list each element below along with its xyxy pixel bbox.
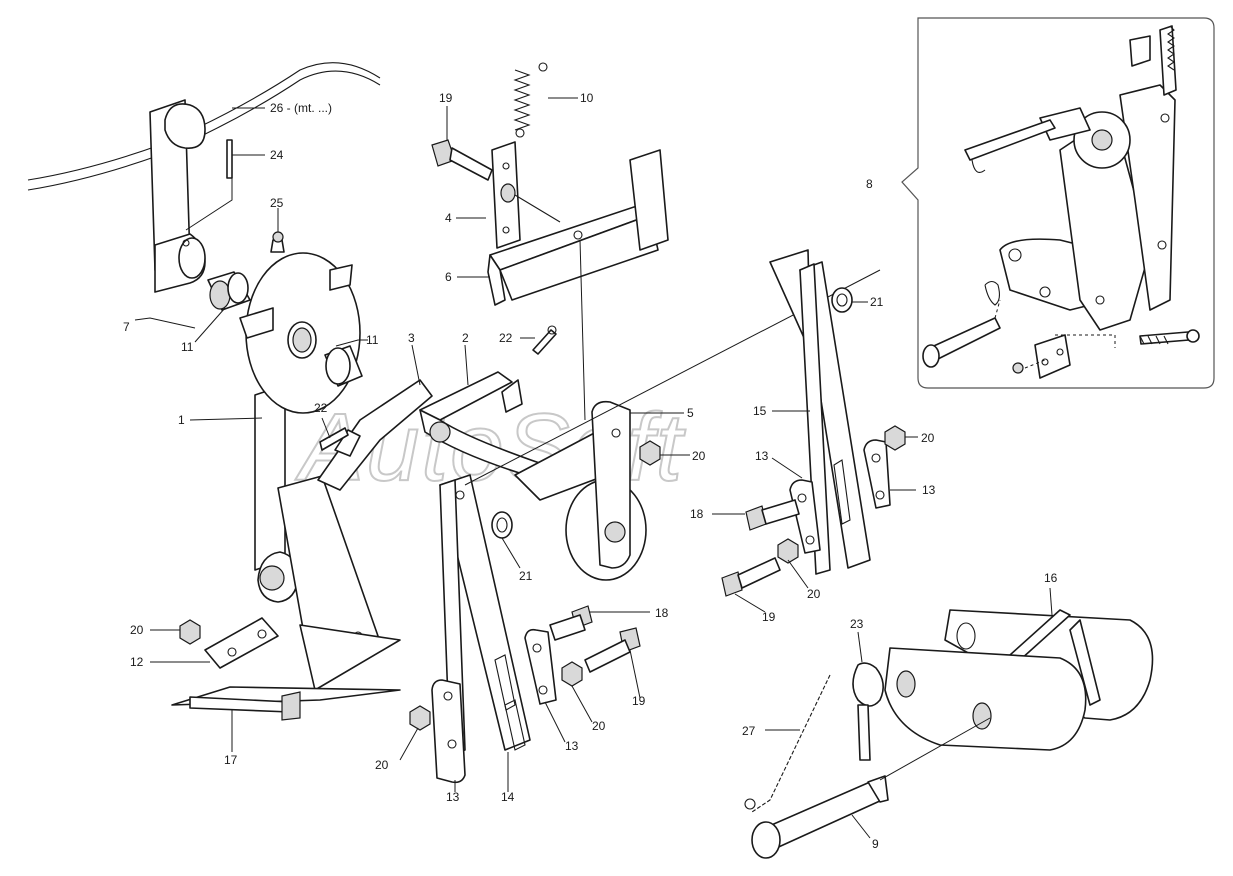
label-19-right: 19 — [762, 610, 776, 624]
label-25: 25 — [270, 196, 284, 210]
label-21-left: 21 — [519, 569, 533, 583]
label-23: 23 — [850, 617, 864, 631]
callout-labels: 7 11 11 1 26 - (mt. ...) 24 25 3 2 22 22… — [123, 91, 1058, 851]
label-13-right-upper: 13 — [755, 449, 769, 463]
label-18-right: 18 — [690, 507, 704, 521]
label-19-left: 19 — [632, 694, 646, 708]
label-20-right-lower: 20 — [807, 587, 821, 601]
bracket-15 — [639, 249, 906, 597]
inset-assembly-panel — [901, 17, 1215, 389]
label-16: 16 — [1044, 571, 1058, 585]
link-plates-2-3 — [317, 325, 561, 491]
leader-lines — [134, 97, 1053, 839]
label-20-left-lower: 20 — [375, 758, 389, 772]
label-11-right: 11 — [366, 333, 379, 347]
label-20-center: 20 — [692, 449, 706, 463]
label-14: 14 — [501, 790, 515, 804]
label-3: 3 — [408, 331, 415, 345]
top-frame-assembly — [431, 62, 669, 306]
label-12: 12 — [130, 655, 144, 669]
label-26: 26 - (mt. ...) — [270, 101, 332, 115]
central-disc-5 — [514, 239, 647, 581]
disc-and-bracket-1 — [171, 252, 401, 721]
hitch-assembly-16 — [744, 609, 1154, 859]
label-10: 10 — [580, 91, 594, 105]
label-4: 4 — [445, 211, 452, 225]
label-13-lower: 13 — [446, 790, 460, 804]
label-15: 15 — [753, 404, 767, 418]
label-20-right: 20 — [921, 431, 935, 445]
label-11-left: 11 — [181, 340, 194, 354]
label-17: 17 — [224, 753, 238, 767]
label-9: 9 — [872, 837, 879, 851]
label-24: 24 — [270, 148, 284, 162]
cable-assembly — [27, 62, 381, 311]
label-18-left: 18 — [655, 606, 669, 620]
label-8: 8 — [866, 177, 873, 191]
label-21-right: 21 — [870, 295, 884, 309]
label-19-top: 19 — [439, 91, 453, 105]
label-13-left: 13 — [565, 739, 579, 753]
label-22-left: 22 — [314, 401, 328, 415]
label-22-top: 22 — [499, 331, 513, 345]
label-7: 7 — [123, 320, 130, 334]
label-5: 5 — [687, 406, 694, 420]
label-2: 2 — [462, 331, 469, 345]
label-6: 6 — [445, 270, 452, 284]
label-13-right: 13 — [922, 483, 936, 497]
label-20-far-left: 20 — [130, 623, 144, 637]
label-27: 27 — [742, 724, 756, 738]
label-20-left: 20 — [592, 719, 606, 733]
label-1: 1 — [178, 413, 185, 427]
